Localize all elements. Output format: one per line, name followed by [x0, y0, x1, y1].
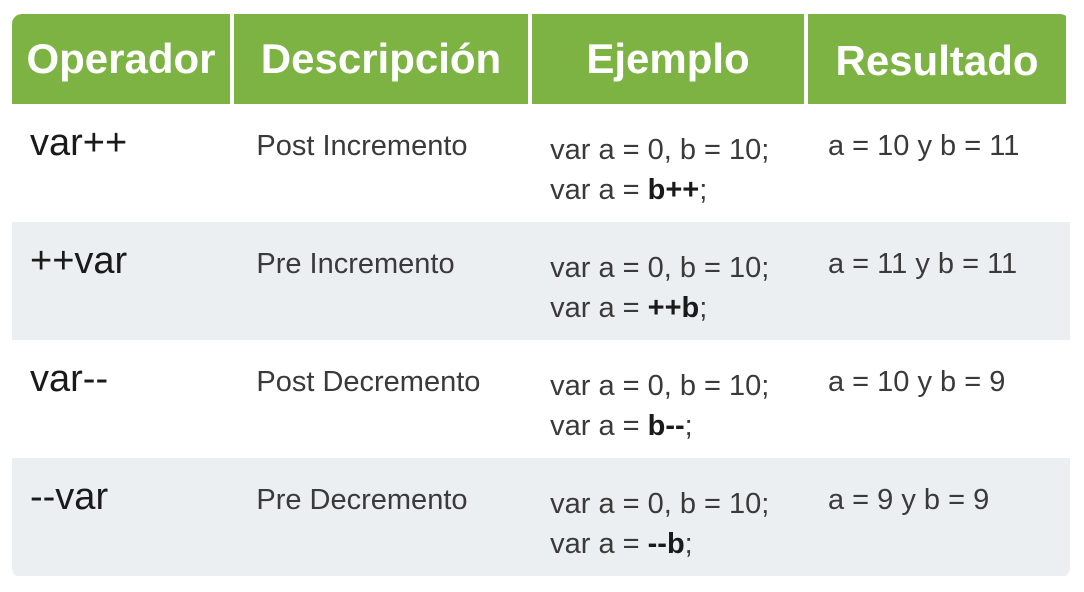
example-cell: var a = 0, b = 10; var a = b++;	[532, 104, 806, 222]
table-header: Operador Descripción Ejemplo Resultado	[12, 14, 1070, 104]
example-line-1: var a = 0, b = 10;	[550, 134, 770, 166]
example-line-1: var a = 0, b = 10;	[550, 252, 770, 284]
result-cell: a = 11 y b = 11	[828, 248, 1018, 280]
result-cell: a = 10 y b = 11	[828, 130, 1020, 162]
operators-table: Operador Descripción Ejemplo Resultado v…	[12, 14, 1070, 578]
example-cell: var a = 0, b = 10; var a = b--;	[532, 340, 806, 458]
example-bold-operand: b++	[647, 174, 700, 206]
table-row: ++var Pre Incremento var a = 0, b = 10; …	[12, 222, 1070, 340]
table-row: var-- Post Decremento var a = 0, b = 10;…	[12, 340, 1070, 458]
operator-cell: var++	[30, 122, 128, 164]
example-suffix: ;	[699, 292, 708, 324]
example-line-1: var a = 0, b = 10;	[550, 370, 770, 402]
example-bold-operand: b--	[647, 410, 685, 442]
example-bold-operand: --b	[647, 528, 685, 560]
example-line-2: var a = b--;	[550, 406, 693, 446]
description-cell: Pre Incremento	[256, 248, 455, 280]
example-cell: var a = 0, b = 10; var a = ++b;	[532, 222, 806, 340]
example-line-1: var a = 0, b = 10;	[550, 488, 770, 520]
example-line-2: var a = b++;	[550, 170, 707, 210]
result-cell: a = 9 y b = 9	[828, 484, 990, 516]
example-prefix: var a =	[550, 528, 648, 560]
example-prefix: var a =	[550, 292, 648, 324]
operator-cell: --var	[30, 476, 109, 518]
table-row: --var Pre Decremento var a = 0, b = 10; …	[12, 458, 1070, 576]
description-cell: Post Incremento	[256, 130, 468, 162]
example-suffix: ;	[699, 174, 708, 206]
table-row: var++ Post Incremento var a = 0, b = 10;…	[12, 104, 1070, 222]
result-cell: a = 10 y b = 9	[828, 366, 1006, 398]
example-cell: var a = 0, b = 10; var a = --b;	[532, 458, 806, 576]
header-ejemplo: Ejemplo	[532, 14, 804, 104]
description-cell: Post Decremento	[256, 366, 481, 398]
example-suffix: ;	[684, 410, 693, 442]
example-suffix: ;	[684, 528, 693, 560]
example-line-2: var a = --b;	[550, 524, 693, 564]
operator-cell: ++var	[30, 240, 128, 282]
example-prefix: var a =	[550, 410, 648, 442]
header-descripcion: Descripción	[234, 14, 528, 104]
example-line-2: var a = ++b;	[550, 288, 707, 328]
description-cell: Pre Decremento	[256, 484, 468, 516]
operator-cell: var--	[30, 358, 109, 400]
header-operador: Operador	[12, 14, 230, 104]
example-prefix: var a =	[550, 174, 648, 206]
example-bold-operand: ++b	[647, 292, 700, 324]
header-resultado: Resultado	[808, 14, 1066, 104]
